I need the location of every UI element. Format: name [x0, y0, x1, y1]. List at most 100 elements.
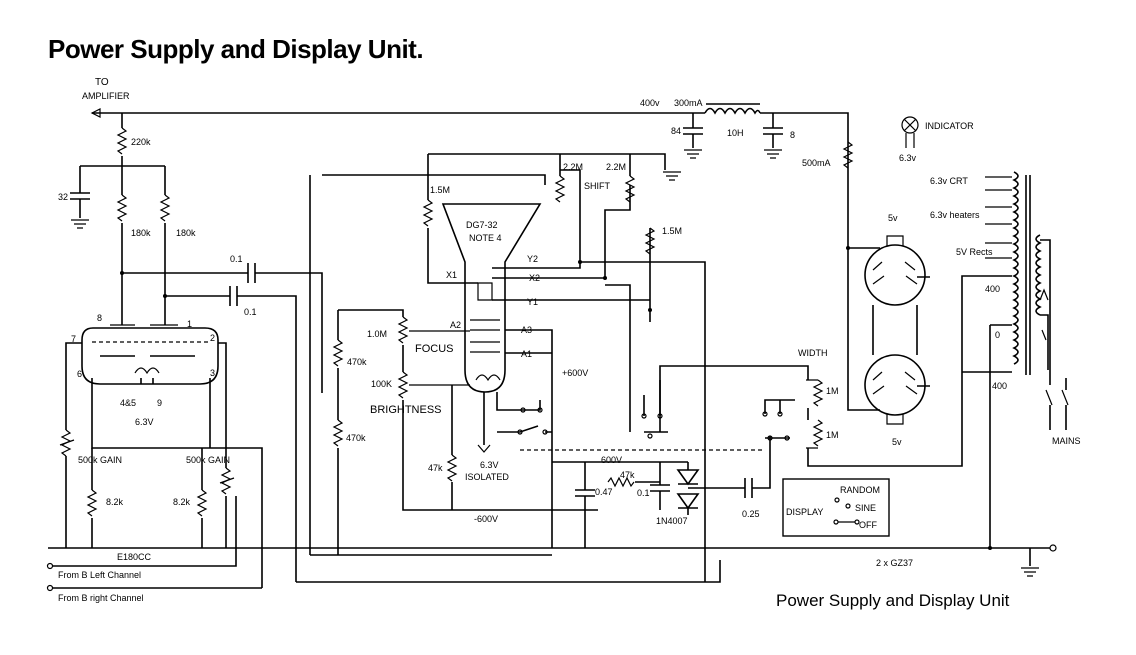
pin-8-label: 8	[97, 313, 102, 323]
rect-top-5v-label: 5v	[888, 213, 898, 223]
current-500ma-label: 500mA	[802, 158, 831, 168]
plus-600v-label: +600V	[562, 368, 588, 378]
r470k-a-label: 470k	[347, 357, 367, 367]
pin-7-label: 7	[71, 334, 76, 344]
transformer-400-b-label: 400	[992, 381, 1007, 391]
transformer	[1012, 171, 1042, 375]
input-left-terminal	[46, 562, 54, 570]
diode-1n4007	[676, 462, 700, 515]
indicator-voltage-label: 6.3v	[899, 153, 917, 163]
off-label: OFF	[859, 520, 877, 530]
current-300ma-label: 300mA	[674, 98, 703, 108]
choke-label: 10H	[727, 128, 744, 138]
indicator-label: INDICATOR	[925, 121, 974, 131]
r180k-a-label: 180k	[131, 228, 151, 238]
potentiometer-shift-a	[555, 175, 565, 203]
v600-label: 600V	[601, 455, 622, 465]
rectifier-type-label: 2 x GZ37	[876, 558, 913, 568]
pin-9-label: 9	[157, 398, 162, 408]
r82k-a-label: 8.2k	[106, 497, 124, 507]
sine-label: SINE	[855, 503, 876, 513]
resistor-15m-a	[423, 199, 433, 227]
resistor-220k	[117, 127, 127, 155]
switch-off-contact[interactable]	[854, 519, 860, 525]
heater-voltage-label: 6.3V	[135, 417, 154, 427]
random-label: RANDOM	[840, 485, 880, 495]
pin-45-label: 4&5	[120, 398, 136, 408]
input-right-label: From B right Channel	[58, 593, 144, 603]
transformer-0-label: 0	[995, 330, 1000, 340]
switch-common-contact[interactable]	[833, 519, 839, 525]
switch-random-contact[interactable]	[834, 497, 840, 503]
valve-e180cc	[81, 324, 219, 385]
cap-025-label: 0.25	[742, 509, 760, 519]
heaters-label: 6.3v heaters	[930, 210, 980, 220]
y2-label: Y2	[527, 254, 538, 264]
potentiometer-width-b	[813, 419, 823, 447]
pin-1-label: 1	[187, 319, 192, 329]
r470k-b-label: 470k	[346, 433, 366, 443]
r220k-label: 220k	[131, 137, 151, 147]
choke-10h	[704, 103, 761, 115]
diode-label: 1N4007	[656, 516, 688, 526]
input-right-terminal	[46, 584, 54, 592]
r15m-a-label: 1.5M	[430, 185, 450, 195]
r1m-b-label: 1M	[826, 430, 839, 440]
potentiometer-width-a	[813, 379, 823, 407]
input-left-label: From B Left Channel	[58, 570, 141, 580]
page-title: Power Supply and Display Unit.	[48, 34, 424, 64]
resistor-82k-a	[87, 489, 97, 517]
isolated-voltage-label: 6.3V	[480, 460, 499, 470]
y1-label: Y1	[527, 297, 538, 307]
x1-label: X1	[446, 270, 457, 280]
cap-047-label: 0.47	[595, 487, 613, 497]
rectifier-gz37-top	[864, 235, 926, 306]
r1m-a-label: 1M	[826, 386, 839, 396]
to-amplifier-label-2: AMPLIFIER	[82, 91, 130, 101]
crt-heater-label: 6.3v CRT	[930, 176, 968, 186]
cap-01-c-label: 0.1	[637, 488, 650, 498]
ht-rail	[90, 108, 849, 248]
r22m-b-label: 2.2M	[606, 162, 626, 172]
transformer-400-a-label: 400	[985, 284, 1000, 294]
pin-6-label: 6	[77, 369, 82, 379]
a2-label: A2	[450, 320, 461, 330]
brightness-label: BRIGHTNESS	[370, 404, 442, 416]
r100k-label: 100K	[371, 379, 392, 389]
r10m-label: 1.0M	[367, 329, 387, 339]
r15m-b-label: 1.5M	[662, 226, 682, 236]
cap-8-label: 8	[790, 130, 795, 140]
rect-bottom-5v-label: 5v	[892, 437, 902, 447]
tube-type-label: E180CC	[117, 552, 152, 562]
cap-01-b-label: 0.1	[244, 307, 257, 317]
r47k-a-label: 47k	[428, 463, 443, 473]
crt-note-label: NOTE 4	[469, 233, 502, 243]
capacitor-8	[763, 113, 783, 159]
diagram-caption: Power Supply and Display Unit	[776, 591, 1010, 610]
resistor-47k-a	[447, 454, 457, 482]
gain-right-label: 500k GAIN	[186, 455, 230, 465]
r180k-b-label: 180k	[176, 228, 196, 238]
r22m-a-label: 2.2M	[563, 162, 583, 172]
pin-2-label: 2	[210, 333, 215, 343]
minus-600v-label: -600V	[474, 514, 498, 524]
potentiometer-brightness	[398, 371, 408, 399]
r47k-b-label: 47k	[620, 470, 635, 480]
display-label: DISPLAY	[786, 507, 823, 517]
resistor-470k-a	[333, 339, 343, 367]
resistor-180k-b	[160, 194, 170, 222]
rects-label: 5V Rects	[956, 247, 993, 257]
width-label: WIDTH	[798, 348, 828, 358]
r82k-b-label: 8.2k	[173, 497, 191, 507]
voltage-400v-label: 400v	[640, 98, 660, 108]
focus-label: FOCUS	[415, 343, 454, 355]
shift-label: SHIFT	[584, 181, 611, 191]
crt-type-label: DG7-32	[466, 220, 498, 230]
cap-84-label: 84	[671, 126, 681, 136]
pin-3-label: 3	[210, 368, 215, 378]
mains-label: MAINS	[1052, 436, 1081, 446]
switch-sine-contact[interactable]	[845, 503, 851, 509]
resistor-82k-b	[197, 489, 207, 517]
capacitor-32	[70, 192, 90, 229]
cap-01-a-label: 0.1	[230, 254, 243, 264]
